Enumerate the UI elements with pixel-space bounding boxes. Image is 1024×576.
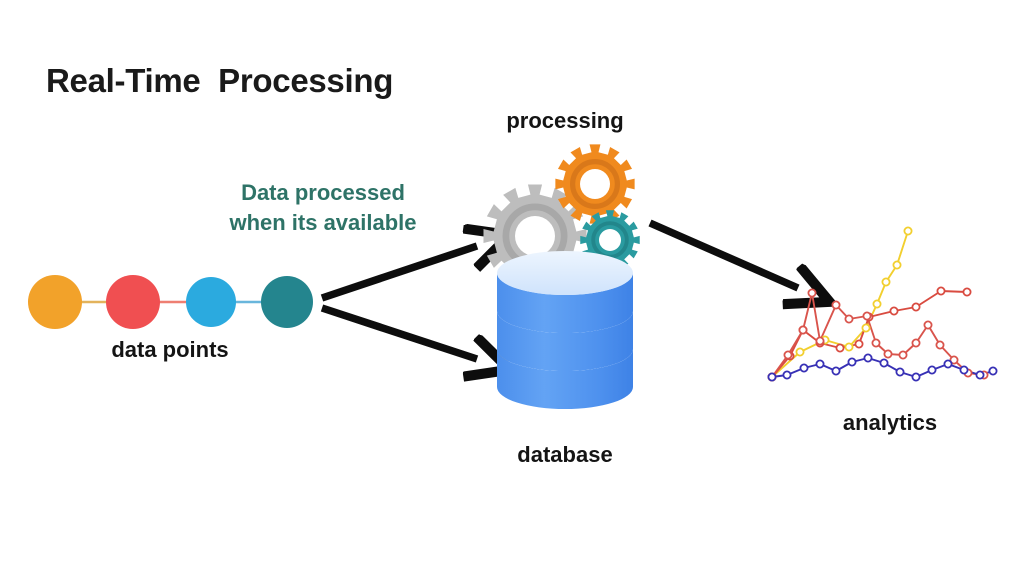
arrow-to-processing <box>320 246 477 302</box>
chart-marker-red-upper-10 <box>962 287 972 297</box>
chart-marker-red-lower-9 <box>883 349 893 359</box>
chart-marker-red-lower-8 <box>871 338 881 348</box>
gear-orange-inner-ring <box>569 159 620 210</box>
chart-marker-blue-3 <box>815 359 825 369</box>
chart-marker-blue-13 <box>975 370 985 380</box>
chart-marker-yellow-6 <box>881 277 891 287</box>
chart-marker-red-lower-12 <box>923 320 933 330</box>
chart-marker-red-lower-6 <box>844 314 854 324</box>
chart-marker-yellow-5 <box>872 299 882 309</box>
caption-database: database <box>517 442 613 467</box>
chart-marker-red-lower-2 <box>798 325 808 335</box>
chart-marker-red-lower-4 <box>815 336 825 346</box>
database-disc-middle-body <box>497 311 633 371</box>
chart-marker-blue-1 <box>782 370 792 380</box>
gear-orange-icon <box>555 144 635 224</box>
chart-marker-blue-7 <box>879 358 889 368</box>
arrows-group <box>320 219 798 359</box>
chart-marker-blue-5 <box>847 357 857 367</box>
chart-marker-red-upper-7 <box>889 306 899 316</box>
data-point-node-2[interactable] <box>106 275 160 329</box>
chart-marker-red-lower-7 <box>862 311 872 321</box>
chart-marker-blue-10 <box>927 365 937 375</box>
caption-processing: processing <box>506 108 624 133</box>
chart-marker-red-lower-10 <box>898 350 908 360</box>
database-disc-top-body <box>497 273 633 333</box>
chart-marker-blue-8 <box>895 367 905 377</box>
chart-marker-yellow-1 <box>795 347 805 357</box>
chart-marker-red-lower-1 <box>783 350 793 360</box>
data-point-node-4[interactable] <box>261 276 313 328</box>
chart-marker-blue-14 <box>988 366 998 376</box>
chart-marker-blue-0 <box>767 372 777 382</box>
gear-large-gray-hub-hole <box>515 216 555 256</box>
chart-marker-blue-9 <box>911 372 921 382</box>
chart-marker-blue-6 <box>863 353 873 363</box>
data-points-group <box>28 275 313 329</box>
chart-marker-yellow-8 <box>903 226 913 236</box>
analytics-chart <box>767 226 998 382</box>
database-icon <box>497 251 633 409</box>
chart-marker-red-upper-5 <box>854 339 864 349</box>
chart-marker-blue-11 <box>943 359 953 369</box>
chart-marker-red-lower-13 <box>935 340 945 350</box>
chart-marker-yellow-3 <box>844 342 854 352</box>
chart-marker-red-upper-8 <box>911 302 921 312</box>
chart-marker-red-lower-3 <box>807 288 817 298</box>
chart-marker-red-lower-14 <box>949 355 959 365</box>
chart-marker-blue-12 <box>959 365 969 375</box>
caption-data-points: data points <box>111 337 229 362</box>
chart-marker-blue-4 <box>831 366 841 376</box>
chart-marker-red-upper-4 <box>835 343 845 353</box>
database-disc-bottom-body <box>497 349 633 409</box>
chart-marker-red-upper-9 <box>936 286 946 296</box>
gear-teal-hub-hole <box>599 229 621 251</box>
chart-marker-red-lower-5 <box>831 300 841 310</box>
chart-marker-blue-2 <box>799 363 809 373</box>
chart-marker-yellow-4 <box>861 323 871 333</box>
gear-orange-hub-hole <box>580 169 610 199</box>
page-title: Real-Time Processing <box>46 62 394 99</box>
database-top-surface <box>497 251 633 295</box>
data-point-node-3[interactable] <box>186 277 236 327</box>
annotation-line-1: Data processed <box>241 180 405 205</box>
chart-marker-red-lower-11 <box>911 338 921 348</box>
arrow-to-analytics <box>648 219 798 288</box>
chart-marker-yellow-7 <box>892 260 902 270</box>
arrow-to-database <box>320 304 477 359</box>
annotation-line-2: when its available <box>229 210 417 236</box>
caption-analytics: analytics <box>842 410 938 435</box>
annotation-text: Data processed when its available <box>209 178 437 239</box>
data-point-node-1[interactable] <box>28 275 82 329</box>
